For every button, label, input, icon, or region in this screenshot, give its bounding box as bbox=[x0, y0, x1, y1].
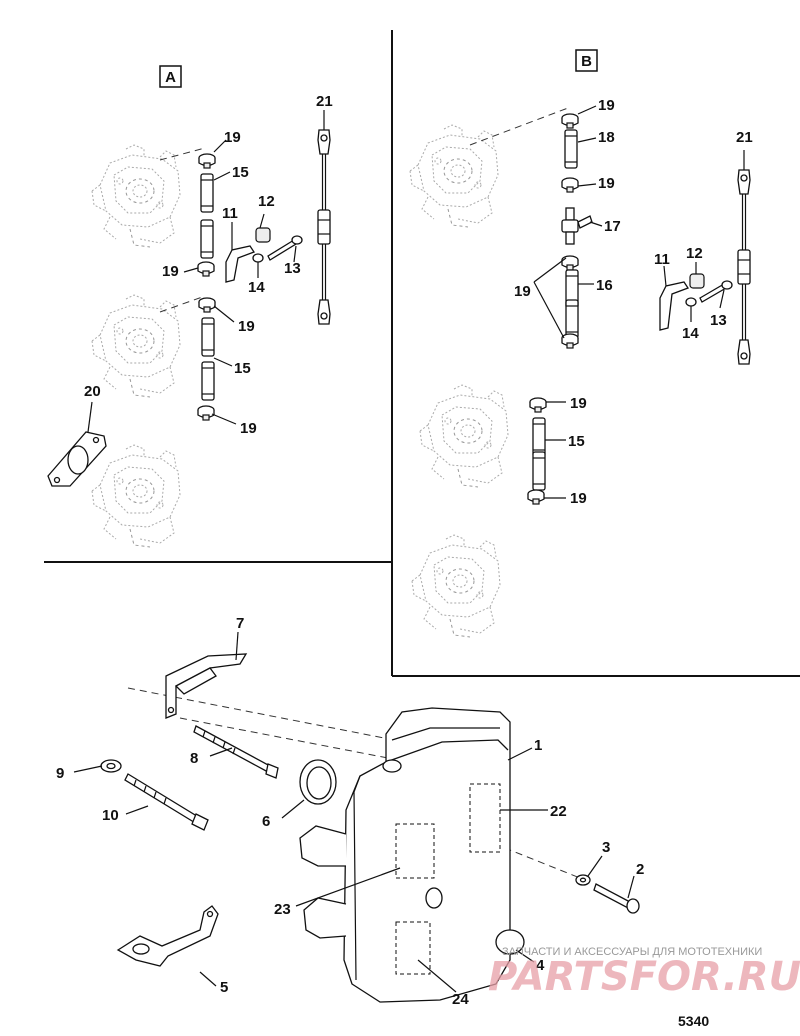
callout-1: 1 bbox=[534, 737, 542, 754]
callout-b-14: 14 bbox=[682, 325, 699, 342]
link-rod-21 bbox=[317, 129, 331, 325]
callout-b-19b: 19 bbox=[598, 175, 615, 192]
hose-15 bbox=[201, 361, 215, 401]
callout-b-13: 13 bbox=[710, 312, 727, 329]
callout-9: 9 bbox=[56, 765, 64, 782]
carburetor-b-top bbox=[409, 124, 499, 228]
watermark-logo: PARTSFOR.RU bbox=[488, 954, 800, 1000]
callout-4: 4 bbox=[536, 957, 545, 974]
carburetor-a-middle bbox=[91, 294, 181, 398]
watermark: ЗАПЧАСТИ И АКСЕССУАРЫ ДЛЯ МОТОТЕХНИКИ PA… bbox=[488, 946, 800, 1000]
hose-16 bbox=[565, 299, 579, 339]
callout-b-11: 11 bbox=[654, 251, 670, 268]
lever-11 bbox=[225, 245, 255, 283]
screw-13 bbox=[699, 280, 733, 303]
clamp-19 bbox=[561, 255, 579, 271]
spacer-12 bbox=[689, 273, 705, 289]
figure-number: 5340 bbox=[678, 1013, 709, 1029]
svg-text:B: B bbox=[581, 53, 592, 70]
hose-15 bbox=[532, 417, 546, 457]
callout-10: 10 bbox=[102, 807, 119, 824]
clamp-19 bbox=[561, 113, 579, 129]
callout-b-19a: 19 bbox=[598, 97, 615, 114]
clamp-19 bbox=[561, 333, 579, 349]
callout-b-19d: 19 bbox=[570, 395, 587, 412]
callout-b-19c: 19 bbox=[514, 283, 531, 300]
hose-15 bbox=[201, 317, 215, 357]
callout-a-14: 14 bbox=[248, 279, 265, 296]
callout-a-21: 21 bbox=[316, 93, 333, 110]
hose-15 bbox=[532, 451, 546, 491]
callout-24: 24 bbox=[452, 991, 469, 1008]
washer-14 bbox=[252, 253, 264, 263]
bracket-5 bbox=[116, 905, 219, 967]
silencer-housing-1 bbox=[299, 707, 511, 1003]
svg-text:A: A bbox=[165, 69, 176, 86]
callout-a-13: 13 bbox=[284, 260, 301, 277]
carburetor-a-bottom bbox=[91, 444, 181, 548]
hose-15 bbox=[200, 219, 214, 259]
washer-9 bbox=[100, 759, 122, 773]
callout-a-15b: 15 bbox=[234, 360, 251, 377]
panel-b: 19 18 19 17 19 16 12 11 13 14 21 19 15 1… bbox=[409, 97, 753, 638]
o-ring-6 bbox=[299, 759, 337, 805]
panel-b-label: B bbox=[575, 49, 598, 72]
callout-22: 22 bbox=[550, 803, 567, 820]
screw-10 bbox=[124, 773, 209, 831]
callout-a-11: 11 bbox=[222, 205, 238, 222]
callout-b-12: 12 bbox=[686, 245, 703, 262]
callout-a-19d: 19 bbox=[240, 420, 257, 437]
carburetor-b-bottom bbox=[411, 534, 501, 638]
carburetor-a-top bbox=[91, 144, 181, 248]
callout-a-19b: 19 bbox=[162, 263, 179, 280]
lever-11 bbox=[659, 281, 689, 331]
carburetor-b-middle bbox=[419, 384, 509, 488]
screw-8 bbox=[193, 725, 279, 779]
clamp-19 bbox=[561, 177, 579, 193]
clamp-19 bbox=[527, 489, 545, 505]
callout-b-21: 21 bbox=[736, 129, 753, 146]
clamp-19 bbox=[198, 153, 216, 169]
clamp-19 bbox=[197, 261, 215, 277]
main-assembly: 7 8 9 10 6 1 22 3 2 23 5 4 24 bbox=[56, 615, 644, 1008]
plug-4 bbox=[495, 929, 525, 955]
panel-a-label: A bbox=[159, 65, 182, 88]
hose-18 bbox=[564, 129, 578, 169]
screw-2 bbox=[593, 883, 640, 914]
callout-8: 8 bbox=[190, 750, 198, 767]
callout-7: 7 bbox=[236, 615, 244, 632]
callout-b-19e: 19 bbox=[570, 490, 587, 507]
callout-a-19a: 19 bbox=[224, 129, 241, 146]
clamp-19 bbox=[529, 397, 547, 413]
callout-b-16: 16 bbox=[596, 277, 613, 294]
washer-14 bbox=[685, 297, 697, 307]
callout-a-12: 12 bbox=[258, 193, 275, 210]
screw-13 bbox=[267, 235, 303, 261]
panel-a: 19 15 12 11 13 14 19 19 15 19 20 21 bbox=[47, 93, 333, 548]
callout-2: 2 bbox=[636, 861, 644, 878]
callout-3: 3 bbox=[602, 839, 610, 856]
clamp-19 bbox=[197, 405, 215, 421]
callout-a-15a: 15 bbox=[232, 164, 249, 181]
callout-a-20: 20 bbox=[84, 383, 101, 400]
clamp-19 bbox=[198, 297, 216, 313]
link-rod-21 bbox=[737, 169, 751, 365]
watermark-tagline: ЗАПЧАСТИ И АКСЕССУАРЫ ДЛЯ МОТОТЕХНИКИ bbox=[502, 946, 762, 958]
tee-fitting-17 bbox=[561, 207, 593, 245]
callout-5: 5 bbox=[220, 979, 228, 996]
washer-3 bbox=[575, 874, 591, 886]
gasket-20 bbox=[47, 431, 107, 487]
callout-a-19c: 19 bbox=[238, 318, 255, 335]
hose-15 bbox=[200, 173, 214, 213]
callout-b-18: 18 bbox=[598, 129, 615, 146]
spacer-12 bbox=[255, 227, 271, 243]
callout-23: 23 bbox=[274, 901, 291, 918]
callout-6: 6 bbox=[262, 813, 270, 830]
callout-b-17: 17 bbox=[604, 218, 621, 235]
bracket-7 bbox=[165, 653, 248, 719]
callout-b-15: 15 bbox=[568, 433, 585, 450]
